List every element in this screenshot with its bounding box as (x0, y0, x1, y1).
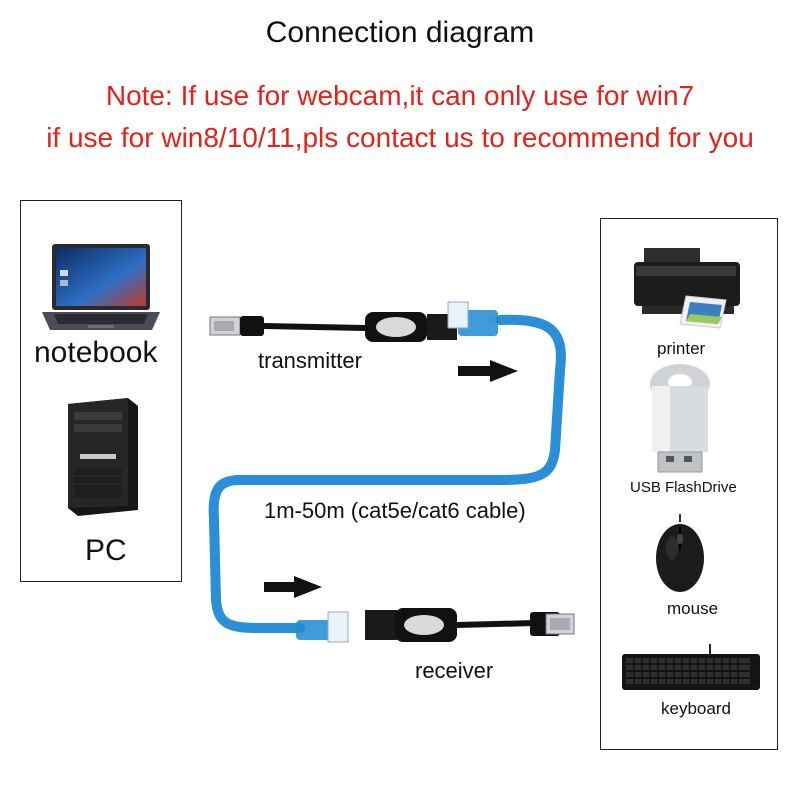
mouse-label: mouse (667, 599, 719, 618)
mouse-icon (650, 512, 710, 594)
usb-flashdrive-label: USB FlashDrive (630, 479, 737, 496)
diagram-title: Connection diagram (265, 16, 535, 49)
extender-cable-diagram (200, 290, 600, 690)
laptop-icon (38, 240, 164, 335)
printer-icon (626, 240, 746, 330)
receiver-label: receiver (415, 658, 494, 683)
printer-label: printer (657, 339, 706, 358)
keyboard-label: keyboard (661, 699, 731, 718)
note-line-1: Note: If use for webcam,it can only use … (105, 80, 695, 111)
cable-length-label: 1m-50m (cat5e/cat6 cable) (264, 498, 526, 523)
notebook-label: notebook (34, 336, 158, 369)
transmitter-label: transmitter (258, 348, 362, 373)
note-line-2: if use for win8/10/11,pls contact us to … (46, 122, 754, 153)
desktop-tower-icon (58, 398, 140, 518)
usb-flash-drive-icon (640, 362, 720, 474)
pc-label: PC (85, 534, 127, 567)
keyboard-icon (620, 640, 762, 694)
